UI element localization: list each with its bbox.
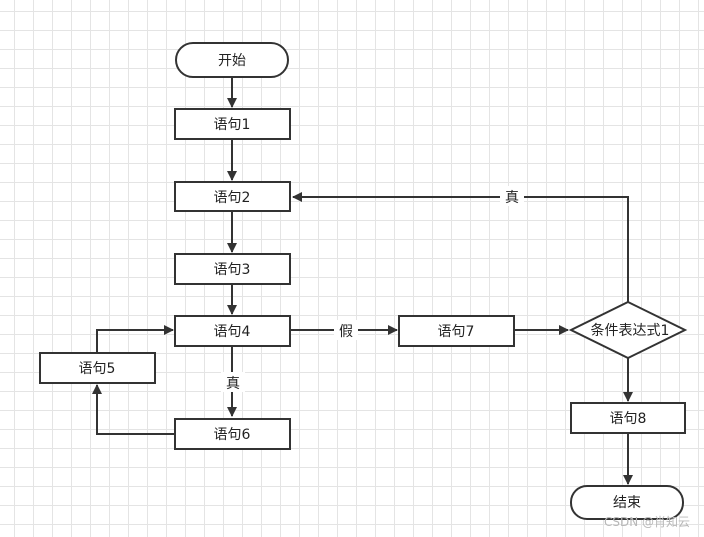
node-s4-shape — [174, 315, 291, 347]
node-s2[interactable]: 语句2 — [174, 181, 291, 212]
node-s6-label: 语句6 — [214, 427, 251, 443]
node-s6[interactable]: 语句6 — [174, 418, 291, 450]
node-s2-label: 语句2 — [214, 190, 251, 206]
node-s7-shape — [398, 315, 515, 347]
node-s4[interactable]: 语句4 — [174, 315, 291, 347]
node-s7[interactable]: 语句7 — [398, 315, 515, 347]
edge-s5-s4 — [96, 325, 174, 352]
watermark-text: CSDN @肖知云 — [604, 515, 690, 529]
node-s3-shape — [174, 253, 291, 285]
node-start[interactable]: 开始 — [175, 42, 289, 78]
node-s1[interactable]: 语句1 — [174, 108, 291, 140]
node-cond-shape — [568, 300, 688, 360]
node-s8[interactable]: 语句8 — [570, 402, 686, 434]
node-start-label: 开始 — [218, 53, 246, 69]
edge-label-s4-true: 真 — [226, 376, 240, 392]
node-s3-label: 语句3 — [214, 262, 251, 278]
node-s4-label: 语句4 — [214, 324, 251, 340]
node-end-shape — [570, 485, 684, 520]
node-s5[interactable]: 语句5 — [39, 352, 156, 384]
node-end[interactable]: 结束 — [570, 485, 684, 520]
edge-labels: 真 假 真 — [221, 186, 524, 392]
node-s1-shape — [174, 108, 291, 140]
node-start-shape — [175, 42, 289, 78]
edge-s6-s5 — [92, 384, 175, 435]
node-s3[interactable]: 语句3 — [174, 253, 291, 285]
node-end-label: 结束 — [613, 495, 641, 511]
label-bg-s4-false — [334, 320, 358, 340]
label-bg-s4-true — [221, 372, 245, 392]
edge-label-cond-true: 真 — [505, 190, 519, 206]
edge-cond-s2 — [292, 192, 629, 302]
node-s6-shape — [174, 418, 291, 450]
label-bg-cond-true — [500, 186, 524, 206]
edge-label-s4-false: 假 — [339, 324, 353, 340]
node-s5-label: 语句5 — [79, 361, 116, 377]
node-s7-label: 语句7 — [438, 324, 475, 340]
node-cond[interactable]: 条件表达式1 — [568, 300, 688, 360]
node-cond-label: 条件表达式1 — [591, 322, 670, 339]
node-s1-label: 语句1 — [214, 117, 251, 133]
node-s8-shape — [570, 402, 686, 434]
node-s8-label: 语句8 — [610, 411, 647, 427]
node-s2-shape — [174, 181, 291, 212]
node-s5-shape — [39, 352, 156, 384]
